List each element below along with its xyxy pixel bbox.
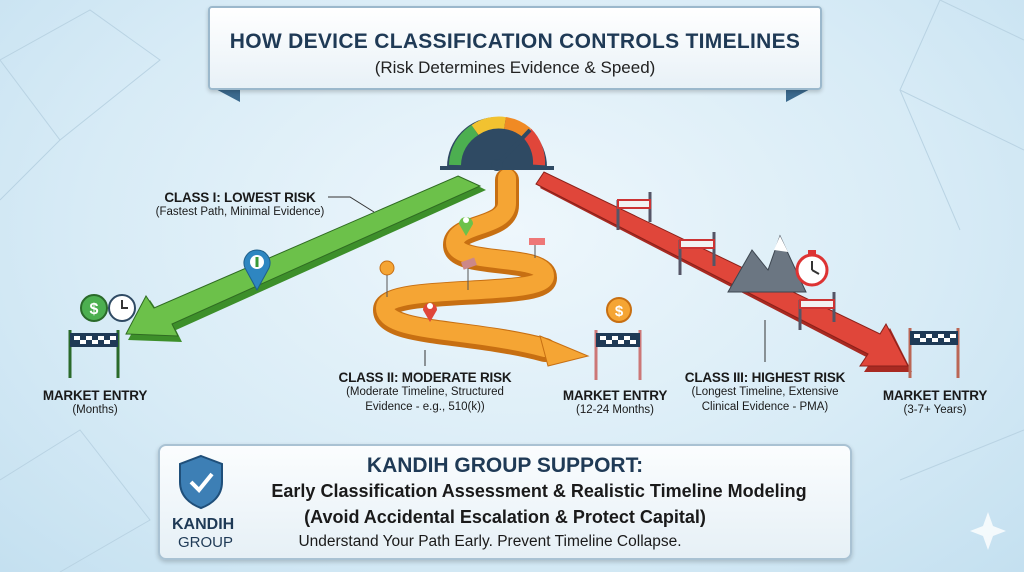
dollar-clock-icon: $ [80, 294, 136, 322]
class1-connector [328, 196, 375, 213]
support-line2: (Avoid Accidental Escalation & Protect C… [304, 507, 706, 527]
class3-desc1: (Longest Timeline, Extensive [691, 386, 839, 398]
class3-entry-title: MARKET ENTRY [882, 388, 988, 403]
location-pin-icon [243, 249, 271, 292]
road-markers [379, 217, 545, 322]
shield-check-icon [179, 454, 223, 510]
class2-desc2: Evidence - e.g., 510(k)) [365, 401, 485, 413]
class3-title: CLASS III: HIGHEST RISK [684, 370, 846, 385]
title-banner: HOW DEVICE CLASSIFICATION CONTROLS TIMEL… [208, 6, 822, 90]
dollar-coin-icon: $ [606, 297, 632, 323]
finish-flag-icon-2 [594, 330, 642, 380]
page-title: HOW DEVICE CLASSIFICATION CONTROLS TIMEL… [229, 30, 801, 53]
class3-entry: MARKET ENTRY (3-7+ Years) [860, 388, 1010, 418]
class3-label: CLASS III: HIGHEST RISK (Longest Timelin… [670, 370, 860, 415]
class2-entry-title: MARKET ENTRY [562, 388, 668, 403]
class3-entry-time: (3-7+ Years) [903, 404, 967, 416]
support-line3: Understand Your Path Early. Prevent Time… [298, 533, 682, 550]
class1-entry-time: (Months) [72, 404, 118, 416]
class3-desc2: Clinical Evidence - PMA) [701, 401, 829, 413]
page-subtitle: (Risk Determines Evidence & Speed) [374, 58, 656, 77]
class2-desc1: (Moderate Timeline, Structured [346, 386, 504, 398]
class1-arrow [125, 175, 486, 342]
class2-road [372, 168, 590, 367]
mountain-icon [727, 234, 807, 293]
class1-label: CLASS I: LOWEST RISK (Fastest Path, Mini… [140, 190, 340, 220]
barrier-icons [616, 192, 836, 330]
class1-entry: MARKET ENTRY (Months) [20, 388, 170, 418]
banner-ribbon-left [210, 86, 240, 102]
support-box: KANDIH GROUP KANDIH GROUP SUPPORT: Early… [158, 444, 852, 560]
class1-entry-title: MARKET ENTRY [42, 388, 148, 403]
risk-gauge-icon [440, 116, 554, 171]
class2-title: CLASS II: MODERATE RISK [338, 370, 512, 385]
logo-sub: GROUP [178, 534, 234, 551]
class2-label: CLASS II: MODERATE RISK (Moderate Timeli… [320, 370, 530, 415]
class1-desc: (Fastest Path, Minimal Evidence) [155, 206, 325, 218]
support-title: KANDIH GROUP SUPPORT: [366, 454, 644, 477]
support-line1: Early Classification Assessment & Realis… [271, 481, 807, 501]
banner-ribbon-right [786, 86, 816, 102]
class1-title: CLASS I: LOWEST RISK [164, 190, 316, 205]
svg-text:$: $ [615, 303, 624, 320]
stopwatch-icon [795, 250, 829, 287]
class2-entry-time: (12-24 Months) [576, 404, 654, 416]
finish-flag-icon-3 [908, 328, 960, 378]
svg-text:$: $ [90, 301, 99, 318]
finish-flag-icon-1 [68, 330, 120, 378]
class2-entry: MARKET ENTRY (12-24 Months) [540, 388, 690, 418]
logo-name: KANDIH [172, 516, 235, 533]
class3-arrow [535, 171, 912, 372]
sparkle-icon [970, 512, 1006, 550]
